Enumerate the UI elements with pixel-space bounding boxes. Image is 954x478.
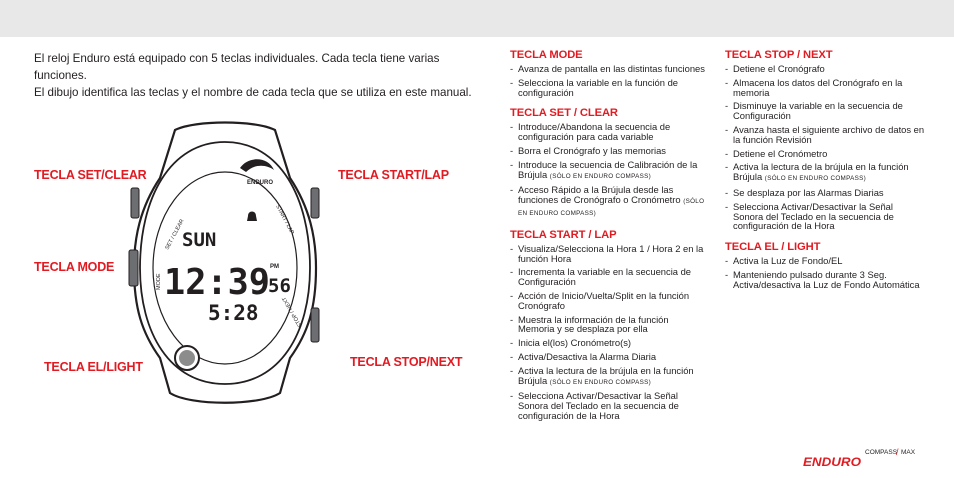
list-item: -Activa la lectura de la brújula en la f… bbox=[725, 161, 909, 183]
list-item: -Detiene el Cronógrafo bbox=[725, 63, 825, 74]
list-item: -Detiene el Cronómetro bbox=[725, 147, 828, 159]
list-item: -Activa/Desactiva la Alarma Diaria bbox=[510, 350, 657, 362]
list-item: -Visualiza/Selecciona la Hora 1 / Hora 2… bbox=[510, 242, 704, 264]
intro-line-1: El reloj Enduro está equipado con 5 tecl… bbox=[34, 52, 440, 82]
callout-set-clear: TECLA SET/CLEAR bbox=[34, 168, 147, 182]
list-item: -Introduce la secuencia de Calibración d… bbox=[510, 158, 698, 180]
callout-stop-next: TECLA STOP/NEXT bbox=[350, 355, 463, 369]
list-item: -Acceso Rápido a la Brújula desde las fu… bbox=[510, 184, 705, 217]
display-time: 12:39 bbox=[164, 262, 270, 303]
watch-logo-text: ENDURO bbox=[247, 180, 273, 186]
el-light-list: -Activa la Luz de Fondo/EL -Manteniendo … bbox=[725, 256, 925, 289]
intro-line-2: El dibujo identifica las teclas y el nom… bbox=[34, 86, 472, 99]
stop-next-button-shape bbox=[310, 307, 320, 343]
list-item: -Inicia el(los) Cronómetro(s) bbox=[510, 337, 632, 349]
list-item: -Almacena los datos del Cronógrafo en la… bbox=[725, 76, 903, 98]
mode-list: -Avanza de pantalla en las distintas fun… bbox=[510, 64, 705, 97]
list-item: -Incrementa la variable en la secuencia … bbox=[510, 266, 692, 288]
watch-bezel bbox=[139, 141, 311, 385]
callout-mode: TECLA MODE bbox=[34, 260, 115, 274]
section-title-set-clear: TECLA SET / CLEAR bbox=[510, 107, 618, 120]
section-title-el-light: TECLA EL / LIGHT bbox=[725, 241, 821, 254]
list-item: -Disminuye la variable en la secuencia d… bbox=[725, 100, 903, 122]
display-day: SUN bbox=[182, 229, 216, 251]
bezel-label-mode: MODE bbox=[156, 273, 162, 290]
list-item: -Acción de Inicio/Vuelta/Split en la fun… bbox=[510, 289, 690, 311]
list-item: -Selecciona Activar/Desactivar la Señal … bbox=[510, 390, 679, 421]
callout-el-light: TECLA EL/LIGHT bbox=[44, 360, 143, 374]
list-item: -Selecciona la variable en la función de… bbox=[510, 76, 679, 98]
mode-button-shape bbox=[128, 249, 139, 287]
section-title-mode: TECLA MODE bbox=[510, 49, 583, 61]
list-item: -Activa la Luz de Fondo/EL bbox=[725, 255, 843, 267]
enduro-logo-mark bbox=[240, 159, 274, 172]
column-left: TECLA MODE -Avanza de pantalla en las di… bbox=[510, 49, 705, 431]
list-item: -Avanza hasta el siguiente archivo de da… bbox=[725, 123, 925, 145]
set-clear-list: -Introduce/Abandona la secuencia de conf… bbox=[510, 122, 705, 218]
watch-illustration: ENDURO SET / CLEAR START / LAP MODE STOP… bbox=[128, 121, 320, 404]
column-right: TECLA STOP / NEXT -Detiene el Cronógrafo… bbox=[725, 49, 925, 300]
brand-max: MAX bbox=[901, 449, 916, 456]
watch-inner-ring bbox=[152, 171, 298, 365]
brand-slash: / bbox=[896, 447, 899, 457]
list-item: -Manteniendo pulsado durante 3 Seg. Acti… bbox=[725, 268, 920, 290]
top-band bbox=[0, 0, 954, 37]
compass-note: (sólo en enduro compass) bbox=[549, 378, 651, 386]
callout-start-lap: TECLA START/LAP bbox=[338, 168, 449, 182]
section-title-start-lap: TECLA START / LAP bbox=[510, 228, 617, 241]
enduro-brand-logo: COMPASS / MAX ENDURO bbox=[803, 447, 916, 467]
set-clear-button-shape bbox=[130, 187, 140, 219]
display-seconds: 56 bbox=[268, 275, 291, 297]
list-item: -Muestra la información de la función Me… bbox=[510, 313, 669, 335]
stop-next-list: -Detiene el Cronógrafo -Almacena los dat… bbox=[725, 64, 925, 231]
list-item: -Selecciona Activar/Desactivar la Señal … bbox=[725, 200, 894, 232]
list-item: -Activa la lectura de la brújula en la f… bbox=[510, 364, 694, 386]
display-date: 5:28 bbox=[208, 301, 259, 325]
list-item: -Borra el Cronógrafo y las memorias bbox=[510, 144, 666, 156]
compass-note: (sólo en enduro compass) bbox=[764, 175, 866, 183]
list-item: -Se desplaza por las Alarmas Diarias bbox=[725, 186, 884, 198]
bell-icon bbox=[247, 211, 257, 221]
display-pm: PM bbox=[270, 264, 279, 270]
start-lap-list: -Visualiza/Selecciona la Hora 1 / Hora 2… bbox=[510, 242, 705, 421]
brand-name: ENDURO bbox=[803, 455, 862, 467]
list-item: -Avanza de pantalla en las distintas fun… bbox=[510, 63, 705, 74]
list-item: -Introduce/Abandona la secuencia de conf… bbox=[510, 121, 671, 143]
section-title-stop-next: TECLA STOP / NEXT bbox=[725, 49, 833, 61]
compass-note: (sólo en enduro compass) bbox=[549, 172, 651, 180]
compass-note: (sólo en enduro compass) bbox=[518, 198, 705, 217]
brand-compass: COMPASS bbox=[865, 449, 898, 456]
start-lap-button-shape bbox=[310, 187, 320, 219]
intro-paragraph: El reloj Enduro está equipado con 5 tecl… bbox=[34, 50, 474, 101]
